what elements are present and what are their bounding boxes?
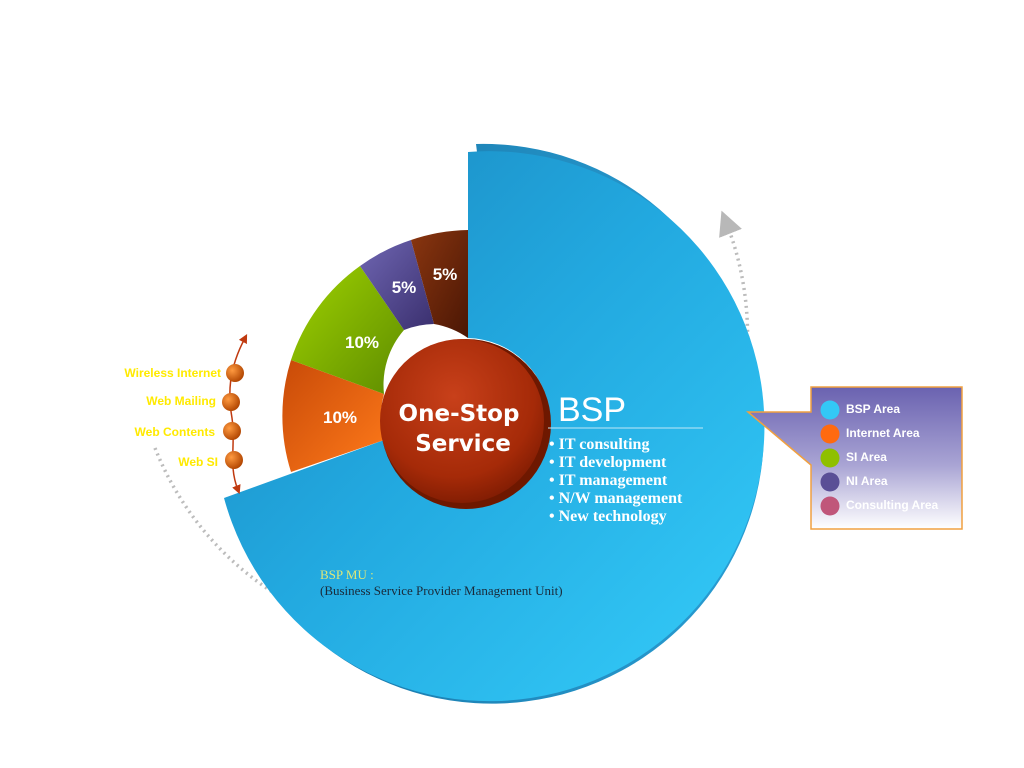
- side-label-wireless-internet: Wireless Internet: [124, 366, 221, 380]
- legend-label-internet: Internet Area: [846, 426, 920, 440]
- side-label-web-contents: Web Contents: [135, 425, 216, 439]
- legend-label-ni: NI Area: [846, 474, 888, 488]
- legend-label-bsp: BSP Area: [846, 402, 900, 416]
- bsp-item: • New technology: [549, 508, 667, 525]
- side-label-web-si: Web SI: [178, 455, 218, 469]
- legend-label-si: SI Area: [846, 450, 887, 464]
- bsp-item: • IT management: [549, 472, 668, 489]
- legend-swatch-internet: [821, 425, 840, 444]
- side-bullet-icon: [226, 364, 244, 382]
- center-title-line1: One-Stop: [399, 401, 520, 427]
- side-bullet-icon: [222, 393, 240, 411]
- consulting-percent-label: 5%: [433, 265, 458, 284]
- bsp-mu-title: BSP MU :: [320, 567, 374, 582]
- legend-swatch-bsp: [821, 401, 840, 420]
- si-percent-label: 10%: [345, 333, 379, 352]
- legend-label-consulting: Consulting Area: [846, 498, 939, 512]
- bsp-item: • IT development: [549, 454, 667, 471]
- ni-percent-label: 5%: [392, 278, 417, 297]
- legend-swatch-consulting: [821, 497, 840, 516]
- center-title-line2: Service: [415, 431, 511, 457]
- legend-swatch-ni: [821, 473, 840, 492]
- bsp-mu-description: (Business Service Provider Management Un…: [320, 583, 563, 598]
- legend-swatch-si: [821, 449, 840, 468]
- internet-percent-label: 10%: [323, 408, 357, 427]
- bsp-item: • IT consulting: [549, 436, 649, 453]
- side-label-web-mailing: Web Mailing: [146, 394, 216, 408]
- side-bullet-icon: [225, 451, 243, 469]
- side-bullet-icon: [223, 422, 241, 440]
- bsp-title: BSP: [558, 391, 626, 429]
- bsp-item: • N/W management: [549, 490, 683, 507]
